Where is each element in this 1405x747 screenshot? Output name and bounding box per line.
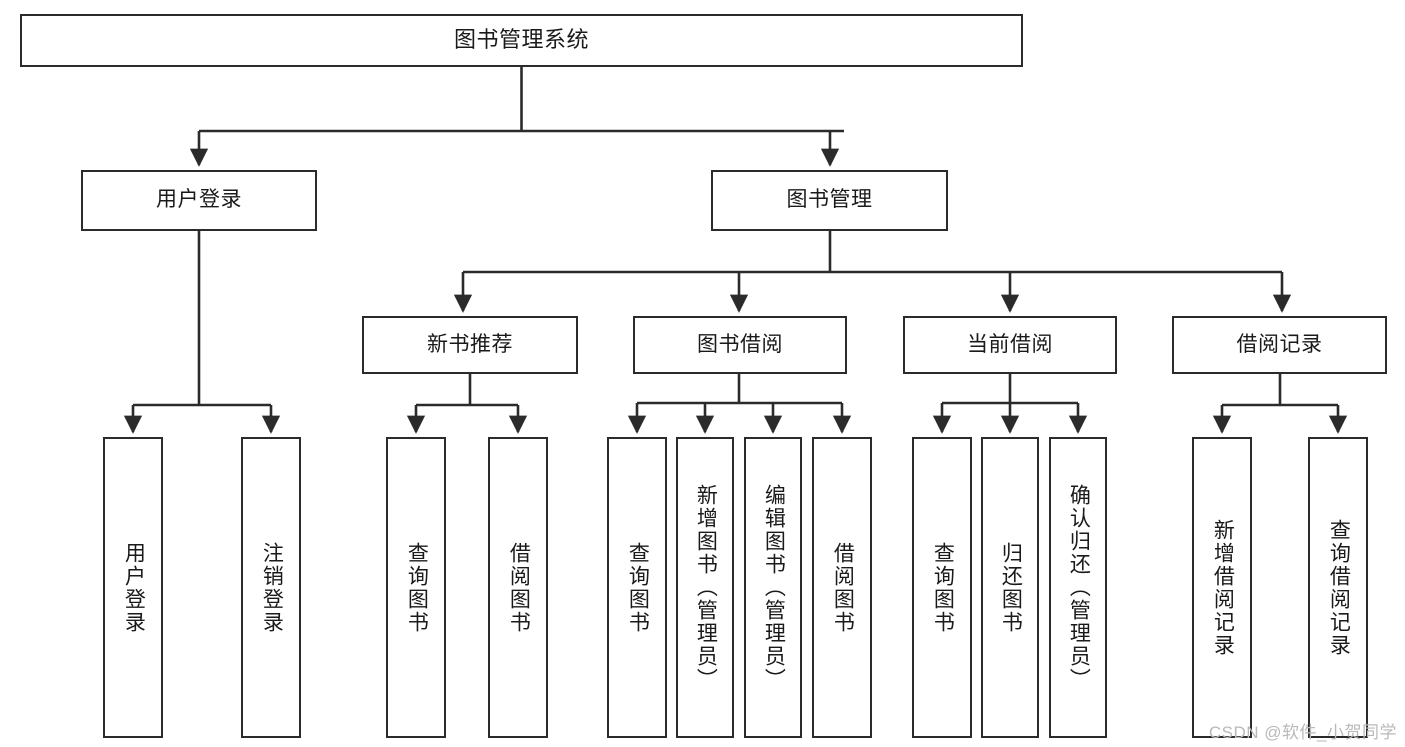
node-label: 当前借阅: [967, 332, 1053, 356]
node-label: 查询图书: [626, 541, 650, 634]
node-leaf-borrow-book-2[interactable]: 借阅图书: [812, 437, 872, 738]
node-label: 编辑图书（管理员）: [762, 484, 786, 691]
node-leaf-add-record[interactable]: 新增借阅记录: [1192, 437, 1252, 738]
node-label: 图书借阅: [697, 332, 783, 356]
node-user-login[interactable]: 用户登录: [81, 170, 317, 231]
node-new-book-recommend[interactable]: 新书推荐: [362, 316, 578, 374]
node-leaf-query-book-1[interactable]: 查询图书: [386, 437, 446, 738]
node-label: 注销登录: [260, 541, 284, 634]
node-label: 用户登录: [122, 541, 146, 634]
node-label: 新增图书（管理员）: [694, 484, 718, 691]
node-label: 借阅图书: [831, 541, 855, 634]
node-label: 确认归还（管理员）: [1067, 484, 1091, 691]
node-label: 新书推荐: [427, 332, 513, 356]
node-leaf-query-record[interactable]: 查询借阅记录: [1308, 437, 1368, 738]
node-borrow-record[interactable]: 借阅记录: [1172, 316, 1387, 374]
node-leaf-return-book[interactable]: 归还图书: [981, 437, 1039, 738]
node-label: 查询图书: [931, 541, 955, 634]
node-leaf-logout[interactable]: 注销登录: [241, 437, 301, 738]
node-label: 用户登录: [156, 188, 242, 212]
node-leaf-user-login[interactable]: 用户登录: [103, 437, 163, 738]
node-label: 查询借阅记录: [1327, 518, 1351, 657]
node-root-system[interactable]: 图书管理系统: [20, 14, 1023, 67]
node-label: 借阅记录: [1236, 332, 1323, 356]
node-label: 借阅图书: [507, 541, 531, 634]
node-label: 归还图书: [999, 541, 1023, 634]
node-book-manage[interactable]: 图书管理: [711, 170, 948, 231]
node-label: 新增借阅记录: [1211, 518, 1235, 657]
node-leaf-query-book-3[interactable]: 查询图书: [912, 437, 972, 738]
node-book-borrow[interactable]: 图书借阅: [633, 316, 847, 374]
node-label: 查询图书: [405, 541, 429, 634]
node-leaf-edit-book[interactable]: 编辑图书（管理员）: [744, 437, 802, 738]
node-label: 图书管理系统: [453, 27, 589, 53]
node-current-borrow[interactable]: 当前借阅: [903, 316, 1117, 374]
node-leaf-borrow-book-1[interactable]: 借阅图书: [488, 437, 548, 738]
node-leaf-query-book-2[interactable]: 查询图书: [607, 437, 667, 738]
node-leaf-add-book[interactable]: 新增图书（管理员）: [676, 437, 734, 738]
node-label: 图书管理: [786, 188, 873, 212]
node-leaf-confirm-return[interactable]: 确认归还（管理员）: [1049, 437, 1107, 738]
watermark: CSDN @软件_小贺同学: [1208, 723, 1397, 742]
